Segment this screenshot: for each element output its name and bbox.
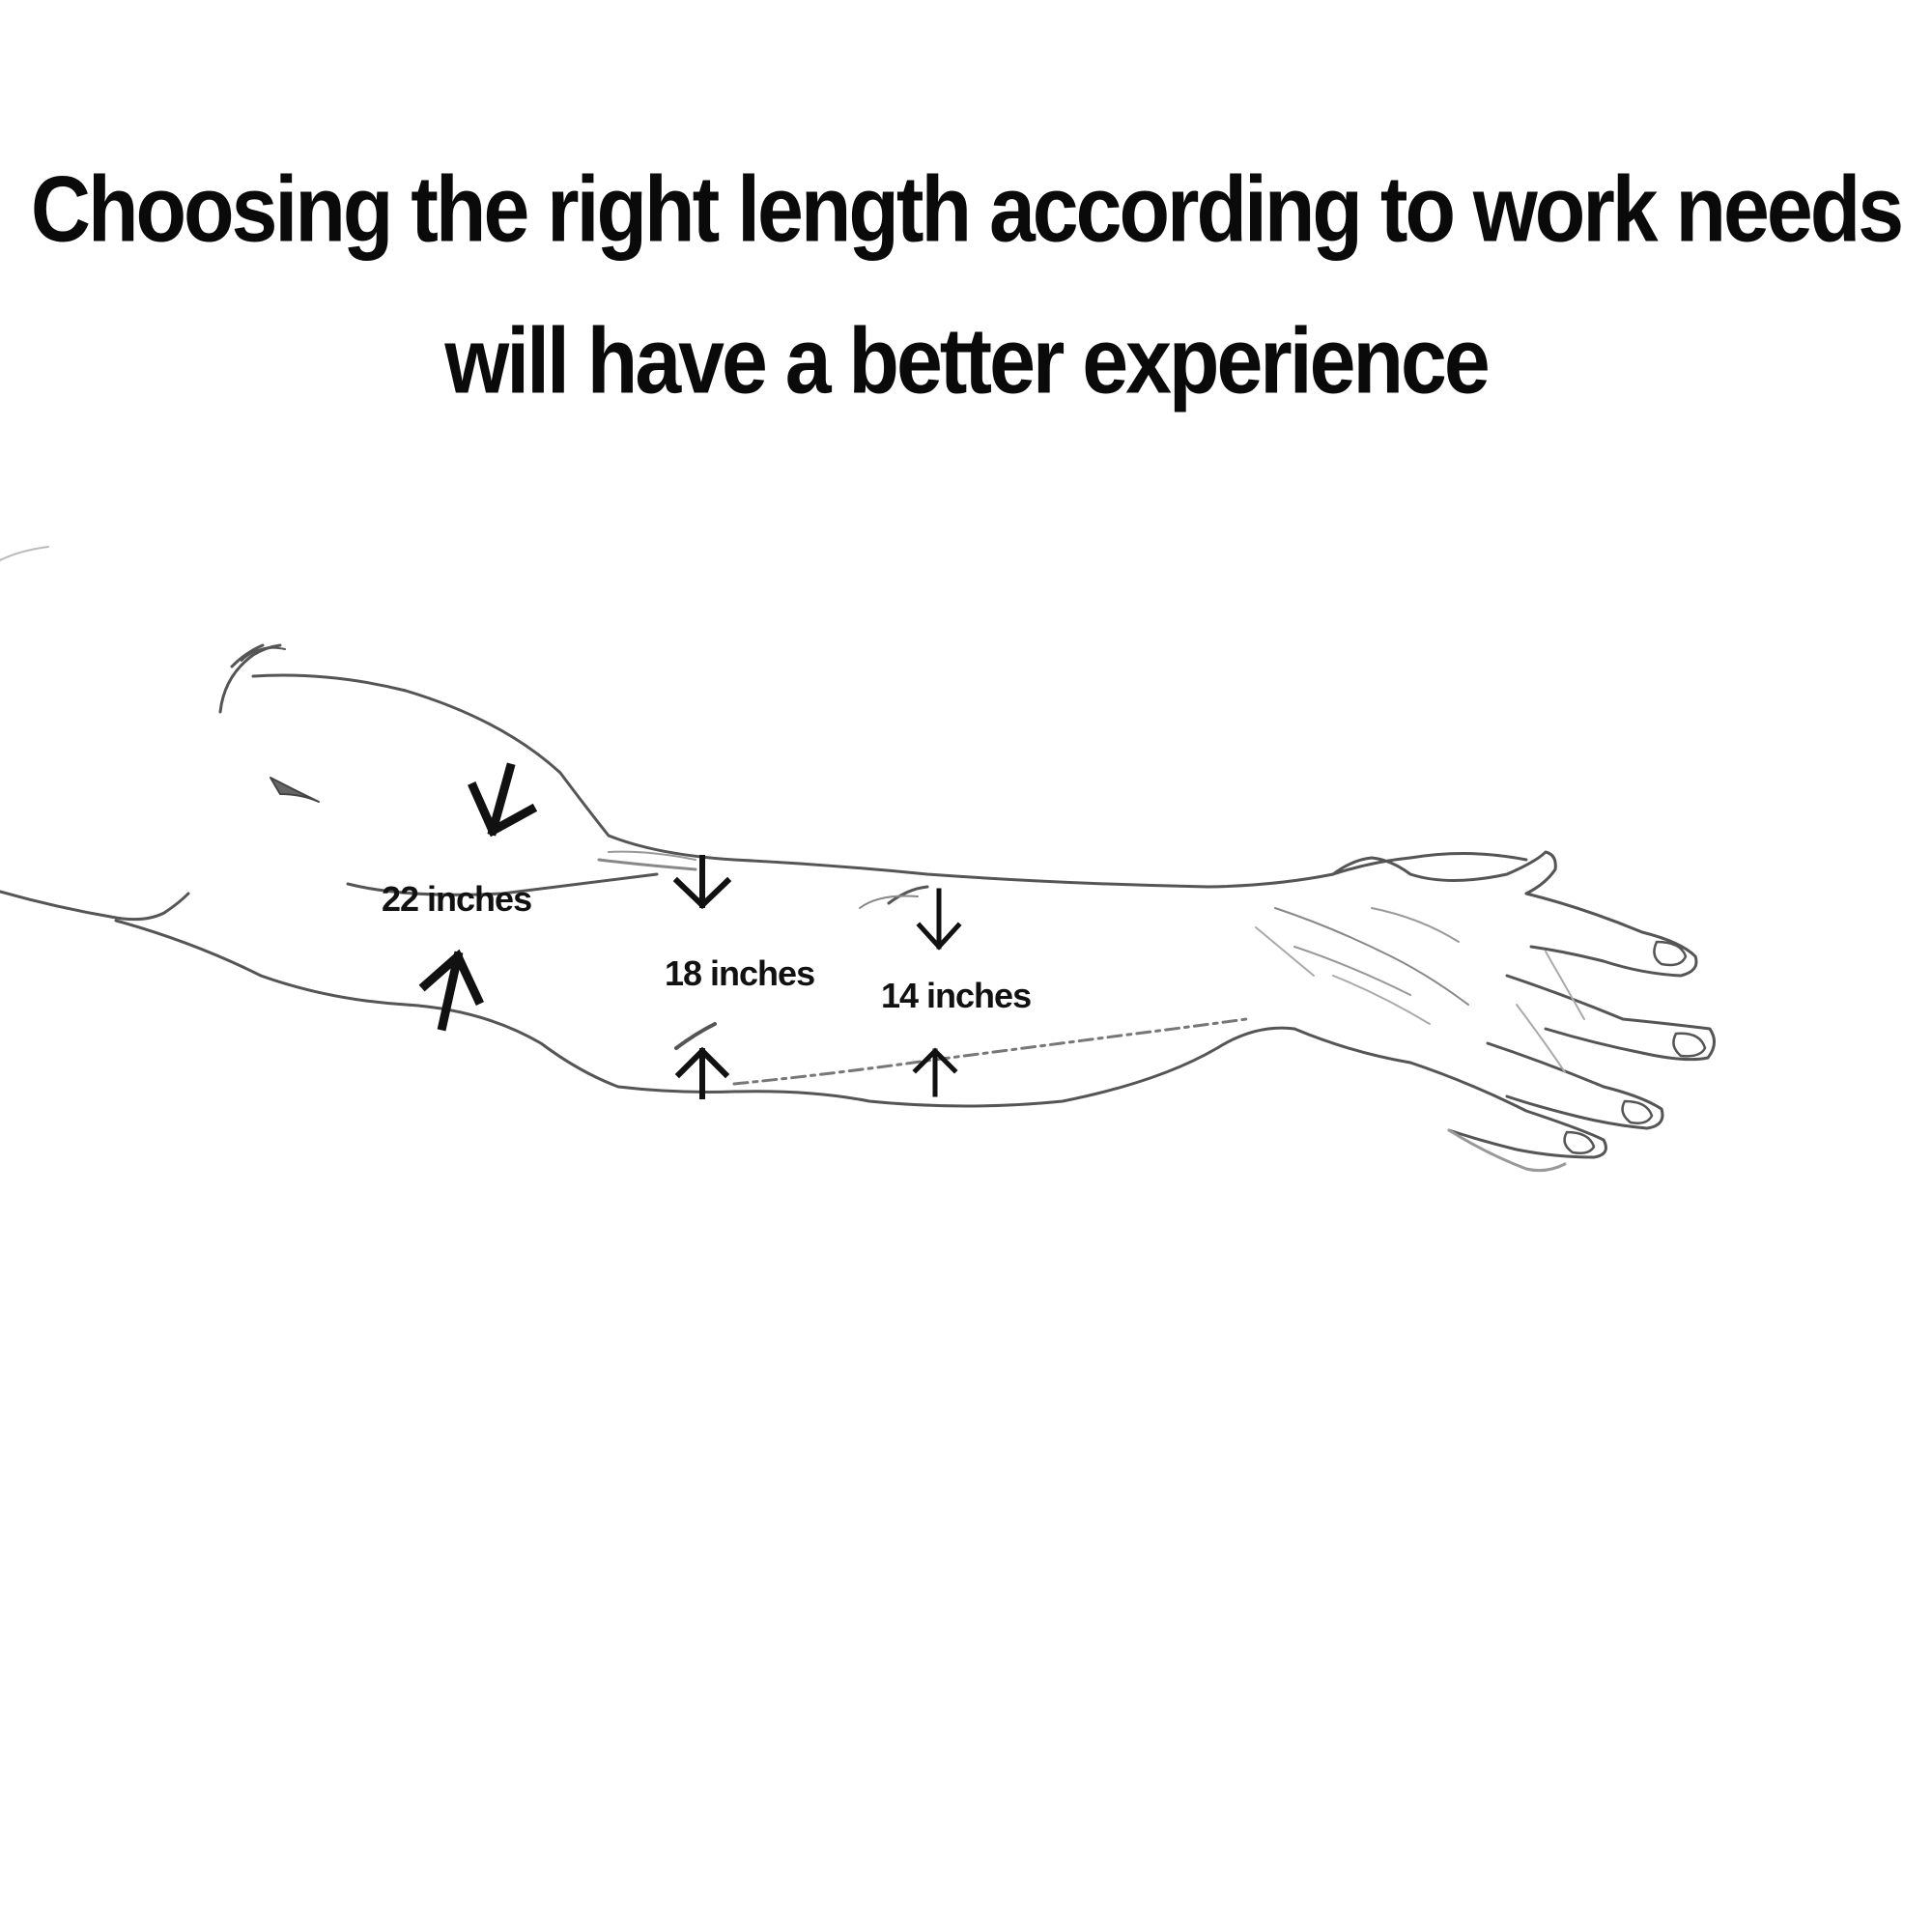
measurement-label-14: 14 inches [881,976,1031,1015]
title-line-1: Choosing the right length according to w… [30,157,1904,262]
measurement-label-22: 22 inches [382,879,531,919]
measurement-label-18: 18 inches [665,953,814,993]
title-line-2: will have a better experience [444,309,1490,413]
arrow-up-icon [418,949,484,1032]
arrow-down-icon [468,762,538,838]
measurement-arrows [418,762,962,1099]
arrow-down-icon [916,888,962,951]
arm-outline [0,546,1716,1173]
arrow-down-icon [672,855,732,910]
arrow-up-icon [912,1047,958,1097]
arrow-up-icon [674,1046,730,1099]
